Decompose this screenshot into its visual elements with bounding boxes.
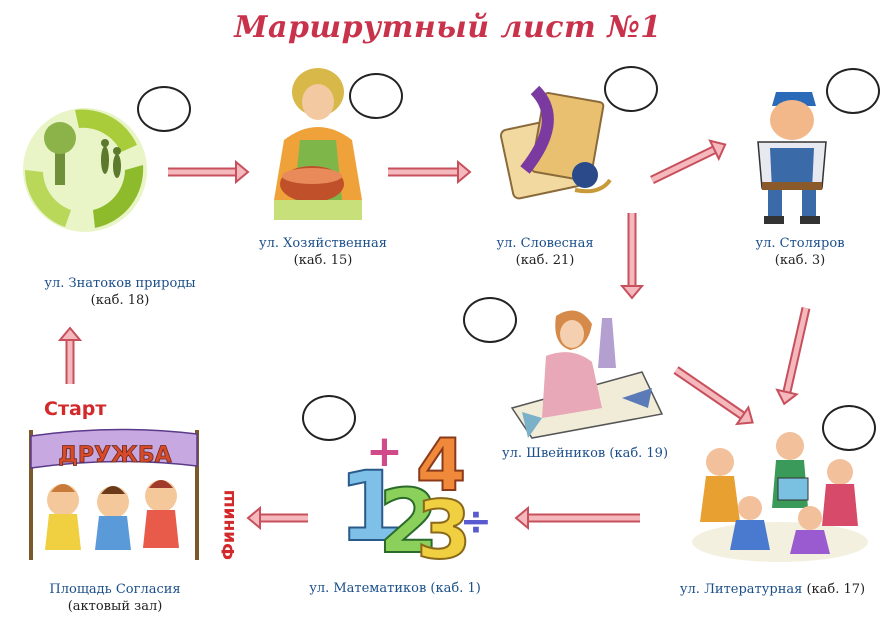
station-name: ул. Швейников (каб. 19)	[501, 446, 669, 461]
mark-circle-carpenters[interactable]	[826, 68, 880, 114]
route-arrows	[57, 139, 811, 531]
svg-text:1: 1	[338, 451, 405, 563]
station-label-literature: ул. Литературная (каб. 17)	[660, 581, 885, 598]
svg-text:4: 4	[416, 423, 466, 507]
svg-text:3: 3	[416, 484, 472, 577]
mark-circle-household[interactable]	[349, 73, 403, 119]
station-name: ул. Словесная	[496, 236, 594, 251]
svg-text:2: 2	[378, 470, 439, 573]
finish-label: Финиш	[219, 489, 239, 560]
mark-circle-literature[interactable]	[822, 405, 876, 451]
station-room: (актовый зал)	[67, 599, 163, 614]
station-label-carpenters: ул. Столяров (каб. 3)	[735, 235, 865, 269]
reading-children-icon	[692, 432, 868, 562]
station-name: ул. Столяров	[755, 236, 845, 251]
station-label-nature: ул. Знатоков природы (каб. 18)	[20, 275, 220, 309]
start-label: Старт	[44, 398, 107, 420]
station-room: (каб. 21)	[515, 253, 575, 268]
arrow-literature-to-math	[514, 505, 640, 531]
station-room: (каб. 15)	[293, 253, 353, 268]
friendship-banner-icon	[29, 428, 199, 560]
arrow-carpenters-to-literature	[775, 307, 811, 406]
station-name-part: ул. Литературная	[679, 582, 803, 597]
station-room: (каб. 3)	[774, 253, 826, 268]
station-name: ул. Знатоков природы	[44, 276, 196, 291]
seamstress-icon	[510, 310, 664, 439]
svg-text:+: +	[366, 426, 403, 477]
mark-circle-sewing[interactable]	[463, 297, 517, 343]
mark-circle-words[interactable]	[604, 66, 658, 112]
station-name: ул. Литературная (каб. 17)	[660, 581, 885, 598]
arrow-words-to-carpenters	[650, 139, 727, 185]
station-label-sewing: ул. Швейников (каб. 19)	[480, 445, 690, 462]
recycle-nature-icon	[23, 108, 147, 232]
woman-cooking-icon	[274, 68, 362, 220]
numbers-icon: 1 2 3 4 + ÷	[337, 422, 492, 578]
arrow-math-to-agreement	[246, 505, 308, 531]
arrow-words-to-sewing	[619, 213, 645, 300]
scroll-quill-icon	[499, 85, 612, 200]
station-room: (каб. 17)	[806, 582, 866, 597]
station-room: (каб. 18)	[90, 293, 150, 308]
station-name: Площадь Согласия	[49, 582, 181, 597]
page-title: Маршрутный лист №1	[234, 10, 662, 45]
mark-circle-nature[interactable]	[137, 86, 191, 132]
banner-text: ДРУЖБА	[58, 443, 171, 468]
arrow-household-to-words	[388, 159, 472, 185]
station-name: ул. Математиков (каб. 1)	[309, 581, 481, 596]
arrow-nature-to-household	[168, 159, 250, 185]
carpenter-icon	[757, 92, 827, 224]
station-label-words: ул. Словесная (каб. 21)	[470, 235, 620, 269]
station-name: ул. Хозяйственная	[259, 236, 387, 251]
station-label-household: ул. Хозяйственная (каб. 15)	[238, 235, 408, 269]
arrow-start-to-nature	[57, 326, 83, 384]
mark-circle-math[interactable]	[302, 395, 356, 441]
station-label-agreement: Площадь Согласия (актовый зал)	[25, 581, 205, 615]
station-label-math: ул. Математиков (каб. 1)	[290, 580, 500, 597]
arrow-sewing-to-literature	[673, 366, 754, 426]
svg-text:÷: ÷	[460, 499, 492, 543]
